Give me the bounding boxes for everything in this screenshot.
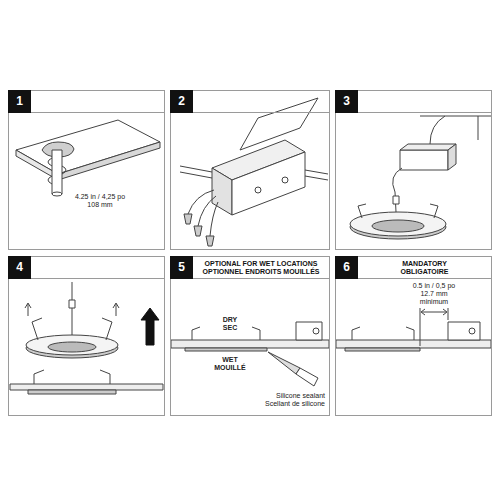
label-text: WET [221, 356, 239, 364]
step-panel: 4 [8, 256, 165, 416]
fixture-with-springs [25, 282, 159, 358]
hole-saw [52, 192, 62, 196]
installed-fixture [34, 370, 110, 384]
label-text: 4.25 in / 4,25 po [74, 193, 126, 201]
ceiling-section [296, 322, 322, 340]
driver-box [430, 116, 445, 144]
junction-box-open [212, 168, 232, 215]
hole-saw [48, 150, 66, 196]
fixture-with-springs [25, 303, 119, 316]
light-fixture [358, 204, 438, 218]
wire-nuts [188, 190, 218, 236]
header-band [171, 91, 329, 113]
step-number: 1 [8, 90, 31, 113]
wire-nuts [184, 214, 192, 224]
fixture-with-springs [141, 308, 159, 345]
step-heading: OBLIGATOIRE [401, 268, 449, 276]
driver-box [448, 144, 456, 170]
ceiling-section [171, 322, 329, 351]
junction-box-open [232, 152, 305, 215]
step-heading: OPTIONAL FOR WET LOCATIONS [205, 260, 318, 268]
wire-nuts [184, 190, 218, 246]
step-panel: 1 [8, 90, 165, 250]
label-text: SEC [222, 324, 238, 332]
ceiling-section [469, 328, 475, 334]
label-text: minimum [419, 298, 449, 306]
caulk-tube [268, 352, 300, 374]
ceiling-section [448, 322, 480, 340]
junction-box-open [255, 187, 261, 193]
ceiling-section [313, 328, 319, 334]
label-text: Silicone sealant [275, 392, 326, 400]
step-number: 4 [8, 256, 31, 279]
label-text: Scellant de silicone [264, 400, 326, 408]
illustration [10, 98, 491, 394]
light-fixture [372, 220, 424, 232]
step-panel: 3 [335, 90, 492, 250]
wire-nuts [206, 236, 214, 246]
step-number: 2 [170, 90, 193, 113]
fixture-with-springs [72, 282, 73, 336]
driver-box [400, 150, 448, 170]
label-text: 108 mm [86, 201, 113, 209]
wire-nuts [194, 226, 202, 236]
step-heading-box: OPTIONAL FOR WET LOCATIONSOPTIONNEL ENDR… [195, 257, 327, 278]
ceiling-board [16, 120, 160, 180]
dimension-line [420, 308, 448, 346]
step-panel: 2 [170, 90, 330, 250]
caulk-tube [268, 352, 318, 386]
label-text: MOUILLÉ [213, 364, 247, 372]
junction-box-open [180, 98, 328, 215]
ceiling-section [336, 340, 491, 348]
light-fixture [350, 204, 446, 239]
driver-box [400, 144, 456, 150]
step-heading: MANDATORY [402, 260, 447, 268]
header-band [9, 257, 164, 279]
dimension-line [421, 309, 447, 315]
hole-saw [52, 150, 62, 194]
driver-box [393, 168, 402, 212]
installed-fixture [10, 384, 163, 390]
installed-fixture [10, 370, 163, 394]
ceiling-section [345, 348, 420, 351]
installed-fixture [28, 390, 116, 394]
label-text: DRY [222, 316, 239, 324]
junction-box-open [282, 177, 288, 183]
step-heading: OPTIONNEL ENDROITS MOUILLÉS [203, 268, 320, 276]
ceiling-section [185, 348, 267, 351]
fixture-with-springs [32, 318, 112, 340]
step-heading-box: MANDATORYOBLIGATOIRE [360, 257, 489, 278]
caulk-tube [296, 368, 318, 386]
ceiling-section [336, 322, 491, 351]
label-text: 12.7 mm [419, 290, 448, 298]
step-panel: 6MANDATORYOBLIGATOIRE [335, 256, 492, 416]
hole-saw [48, 158, 66, 184]
step-number: 5 [170, 256, 193, 279]
light-fixture [350, 212, 446, 236]
fixture-with-springs [48, 342, 96, 352]
driver-box [393, 196, 399, 204]
driver-box [393, 116, 456, 212]
header-band [9, 91, 164, 113]
label-text: 0.5 in / 0,5 po [412, 282, 456, 290]
dimension-line [420, 308, 448, 346]
ceiling-section [171, 340, 329, 348]
junction-box-open [180, 166, 212, 178]
step-number: 3 [335, 90, 358, 113]
fixture-with-springs [69, 300, 75, 308]
header-band [336, 91, 491, 113]
ceiling-section [352, 327, 414, 340]
fixture-with-springs [26, 335, 118, 355]
junction-box-open [305, 170, 328, 180]
step-number: 6 [335, 256, 358, 279]
